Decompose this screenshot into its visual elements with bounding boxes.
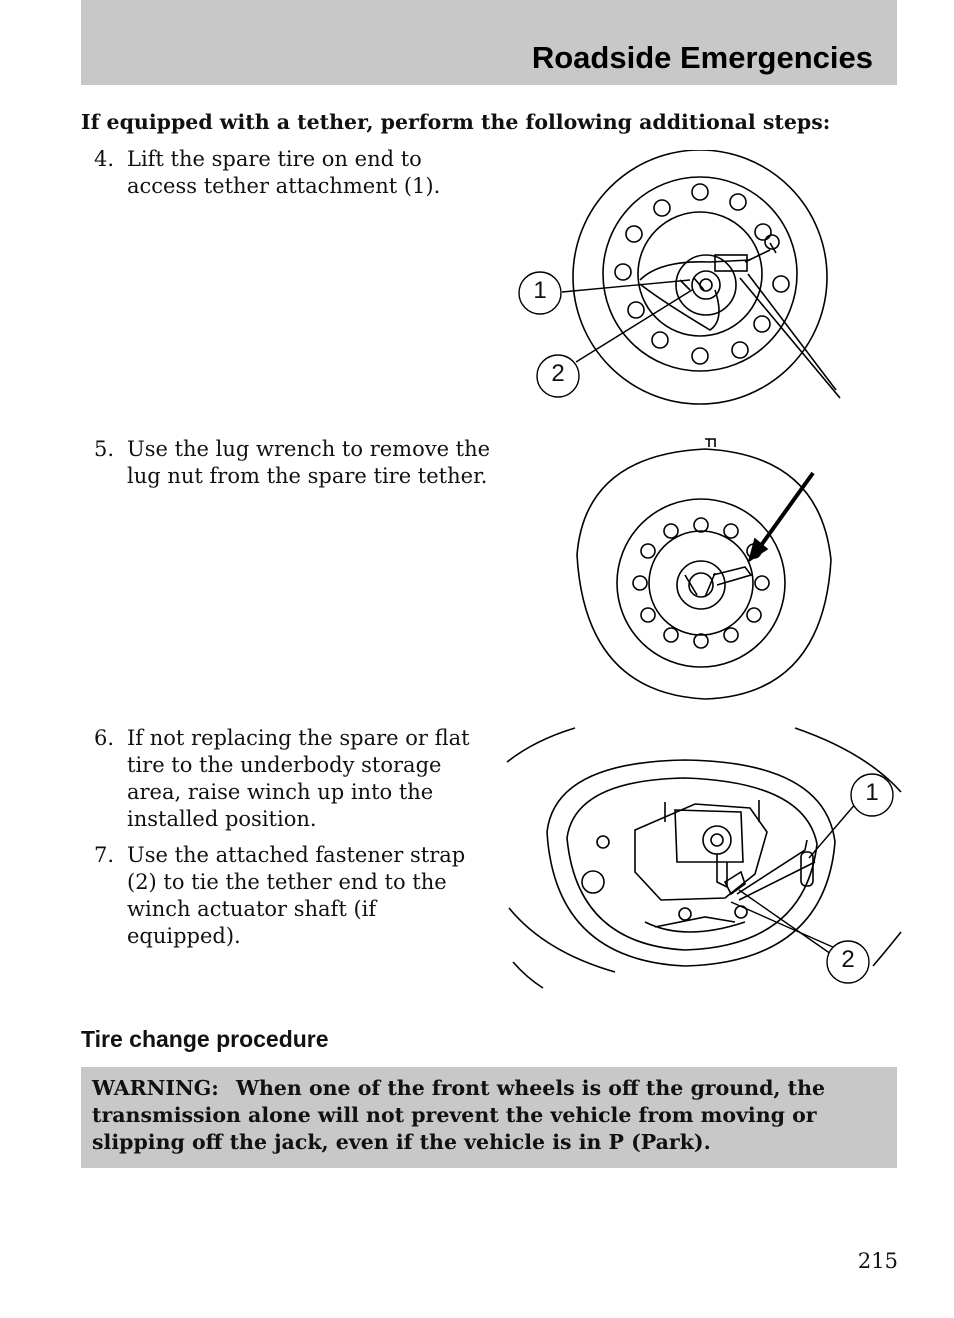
step-number: 4. — [94, 147, 115, 171]
step-text: Lift the spare tire on end to access tet… — [127, 147, 441, 198]
figure-lug-nut-removal — [565, 435, 845, 705]
step-text: If not replacing the spare or flat tire … — [127, 726, 470, 831]
callout-1: 1 — [533, 277, 547, 304]
header-bar: Roadside Emergencies — [81, 0, 897, 85]
step-7: 7. Use the attached fastener strap (2) t… — [94, 842, 494, 950]
callout-2: 2 — [551, 360, 565, 387]
page-number: 215 — [857, 1249, 898, 1273]
step-number: 7. — [94, 843, 115, 867]
step-text: Use the lug wrench to remove the lug nut… — [127, 437, 491, 488]
warning-body: When one of the front wheels is off the … — [92, 1076, 826, 1154]
warning-text: WARNING: When one of the front wheels is… — [92, 1075, 892, 1156]
figure-tether-attachment: 1 2 — [510, 150, 850, 410]
figure-winch-strap: 1 2 — [505, 722, 905, 997]
step-5: 5. Use the lug wrench to remove the lug … — [94, 436, 494, 490]
intro-text: If equipped with a tether, perform the f… — [81, 110, 831, 134]
warning-box: WARNING: When one of the front wheels is… — [81, 1067, 897, 1168]
page-title: Roadside Emergencies — [531, 40, 873, 75]
step-text: Use the attached fastener strap (2) to t… — [127, 843, 466, 948]
section-heading: Tire change procedure — [81, 1026, 329, 1052]
callout-1: 1 — [865, 779, 879, 806]
step-6: 6. If not replacing the spare or flat ti… — [94, 725, 494, 833]
step-number: 6. — [94, 726, 115, 750]
warning-label: WARNING: — [92, 1076, 219, 1100]
step-number: 5. — [94, 437, 115, 461]
step-4: 4. Lift the spare tire on end to access … — [94, 146, 494, 200]
callout-2: 2 — [841, 946, 855, 973]
